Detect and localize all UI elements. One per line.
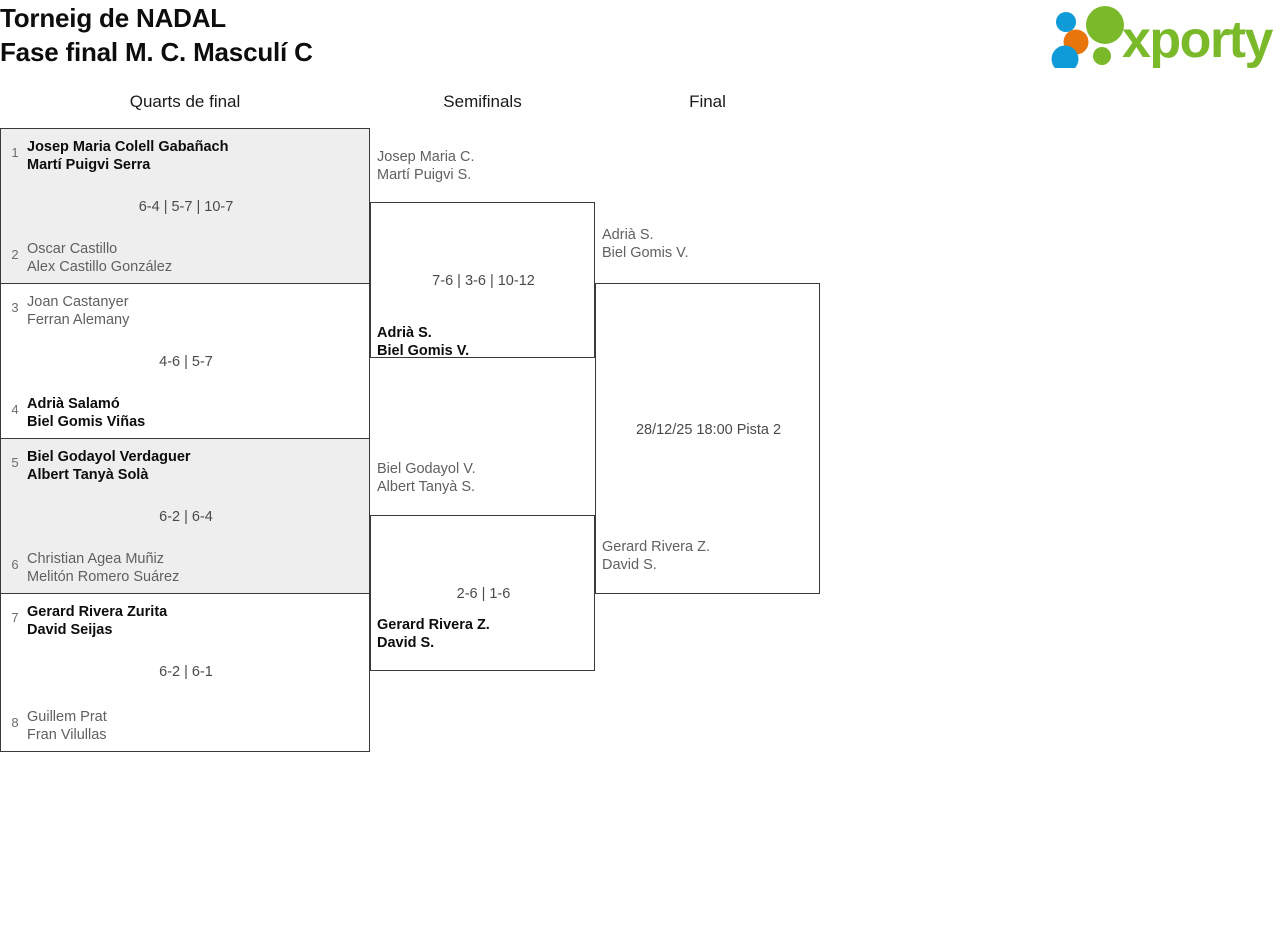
logo-wordmark: xporty	[1122, 11, 1274, 68]
team-player-1: Adrià Salamó	[27, 396, 120, 412]
match-score: 2-6 | 1-6	[456, 586, 511, 602]
logo-dot-blue-large	[1051, 45, 1079, 68]
logo-dot-blue-small	[1056, 12, 1076, 32]
team-player-1: Biel Godayol V.	[377, 461, 476, 477]
match-score: 6-2 | 6-4	[159, 509, 213, 525]
seed-number: 4	[11, 402, 19, 417]
team-player-1: Gerard Rivera Zurita	[27, 604, 168, 620]
team-player-1: Gerard Rivera Z.	[377, 617, 490, 633]
match-score: 6-2 | 6-1	[159, 664, 213, 680]
match-final[interactable]: 28/12/25 18:00 Pista 2	[595, 283, 820, 594]
semifinal-1-team-bottom: Adrià S. Biel Gomis V.	[377, 324, 469, 360]
team-player-2: Fran Vilullas	[27, 727, 107, 743]
match-quarterfinal-1[interactable]: 1 Josep Maria Colell Gabañach Martí Puig…	[0, 128, 370, 284]
team-top: Gerard Rivera Zurita David Seijas	[27, 603, 167, 639]
team-player-2: Biel Gomis V.	[602, 245, 689, 261]
final-team-top: Adrià S. Biel Gomis V.	[602, 226, 689, 262]
team-player-1: Gerard Rivera Z.	[602, 539, 710, 555]
team-player-2: Melitón Romero Suárez	[27, 569, 180, 585]
title-line-1: Torneig de NADAL	[0, 3, 226, 33]
team-player-1: Adrià S.	[602, 227, 654, 243]
round-header-semifinals: Semifinals	[443, 92, 522, 111]
match-semifinal-1[interactable]: 7-6 | 3-6 | 10-12	[370, 202, 595, 358]
team-player-2: Alex Castillo González	[27, 259, 173, 275]
semifinal-2-team-bottom: Gerard Rivera Z. David S.	[377, 616, 490, 652]
match-quarterfinal-3[interactable]: 5 Biel Godayol Verdaguer Albert Tanyà So…	[0, 438, 370, 594]
logo-dot-green-large	[1086, 6, 1124, 44]
team-player-1: Biel Godayol Verdaguer	[27, 449, 191, 465]
match-semifinal-2[interactable]: 2-6 | 1-6	[370, 515, 595, 671]
team-top: Biel Godayol Verdaguer Albert Tanyà Solà	[27, 448, 191, 484]
match-score: 7-6 | 3-6 | 10-12	[432, 273, 535, 289]
round-header-final: Final	[689, 92, 726, 111]
team-player-1: Oscar Castillo	[27, 241, 118, 257]
seed-number: 6	[11, 557, 19, 572]
seed-number: 5	[11, 455, 19, 470]
tournament-bracket: 1 Josep Maria Colell Gabañach Martí Puig…	[0, 128, 1280, 768]
team-player-2: Ferran Alemany	[27, 312, 130, 328]
team-player-1: Josep Maria C.	[377, 149, 475, 165]
tournament-title: Torneig de NADAL Fase final M. C. Mascul…	[0, 2, 313, 70]
round-header-quarterfinals: Quarts de final	[129, 92, 241, 111]
match-quarterfinal-4[interactable]: 7 Gerard Rivera Zurita David Seijas 6-2 …	[0, 593, 370, 752]
round-headers: Quarts de final Semifinals Final	[0, 92, 1280, 124]
page-header: Torneig de NADAL Fase final M. C. Mascul…	[0, 0, 1280, 90]
final-team-bottom: Gerard Rivera Z. David S.	[602, 538, 710, 574]
seed-number: 2	[11, 247, 19, 262]
team-top: Josep Maria Colell Gabañach Martí Puigvi…	[27, 138, 228, 174]
team-bottom: Oscar Castillo Alex Castillo González	[27, 240, 172, 276]
team-player-1: Adrià S.	[377, 325, 432, 341]
match-quarterfinal-2[interactable]: 3 Joan Castanyer Ferran Alemany 4-6 | 5-…	[0, 283, 370, 439]
team-player-2: Martí Puigvi S.	[377, 167, 472, 183]
match-score: 4-6 | 5-7	[159, 354, 213, 370]
team-player-2: David S.	[602, 557, 657, 573]
seed-number: 8	[11, 715, 19, 730]
semifinal-1-team-top: Josep Maria C. Martí Puigvi S.	[377, 148, 475, 184]
team-player-2: Martí Puigvi Serra	[27, 157, 151, 173]
team-bottom: Christian Agea Muñiz Melitón Romero Suár…	[27, 550, 179, 586]
team-player-2: Biel Gomis Viñas	[27, 414, 146, 430]
final-schedule: 28/12/25 18:00 Pista 2	[635, 422, 782, 438]
seed-number: 7	[11, 610, 19, 625]
team-player-1: Christian Agea Muñiz	[27, 551, 165, 567]
seed-number: 1	[11, 145, 19, 160]
title-line-2: Fase final M. C. Masculí C	[0, 36, 313, 67]
semifinal-2-team-top: Biel Godayol V. Albert Tanyà S.	[377, 460, 476, 496]
team-bottom: Adrià Salamó Biel Gomis Viñas	[27, 395, 145, 431]
xporty-logo[interactable]: xporty	[1050, 6, 1278, 68]
team-player-2: David S.	[377, 635, 435, 651]
team-bottom: Guillem Prat Fran Vilullas	[27, 708, 107, 744]
team-player-2: Biel Gomis V.	[377, 343, 470, 359]
team-player-1: Josep Maria Colell Gabañach	[27, 139, 229, 155]
team-player-2: David Seijas	[27, 622, 113, 638]
team-player-1: Joan Castanyer	[27, 294, 129, 310]
team-player-1: Guillem Prat	[27, 709, 107, 725]
seed-number: 3	[11, 300, 19, 315]
team-player-2: Albert Tanyà Solà	[27, 467, 149, 483]
match-score: 6-4 | 5-7 | 10-7	[138, 199, 234, 215]
team-player-2: Albert Tanyà S.	[377, 479, 476, 495]
team-top: Joan Castanyer Ferran Alemany	[27, 293, 129, 329]
logo-dot-green-small	[1093, 47, 1111, 65]
